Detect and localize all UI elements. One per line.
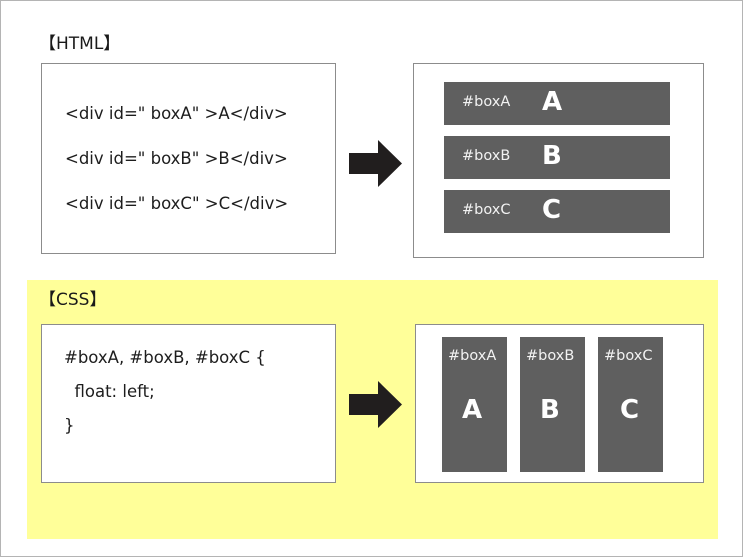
result-col-boxc-letter: C <box>620 395 640 425</box>
right-arrow-icon <box>349 381 402 428</box>
css-code-line-2: float: left; <box>64 382 155 401</box>
right-arrow-icon <box>349 140 402 187</box>
result-col-boxb: #boxB B <box>520 337 585 472</box>
css-code-line-3: } <box>64 416 75 435</box>
html-section-label: 【HTML】 <box>39 34 121 54</box>
css-code-box: #boxA, #boxB, #boxC { float: left; } <box>41 324 336 483</box>
result-col-boxa: #boxA A <box>442 337 507 472</box>
html-code-line-3: <div id=" boxC" >C</div> <box>65 194 289 213</box>
result-bar-boxb: #boxB B <box>444 136 670 179</box>
result-bar-boxa-letter: A <box>542 87 563 117</box>
result-bar-boxb-letter: B <box>542 141 562 171</box>
result-col-boxb-id: #boxB <box>526 348 575 364</box>
css-result-panel: #boxA A #boxB B #boxC C <box>415 324 704 483</box>
result-bar-boxc: #boxC C <box>444 190 670 233</box>
html-code-line-1: <div id=" boxA" >A</div> <box>65 104 288 123</box>
result-bar-boxc-letter: C <box>542 195 562 225</box>
result-col-boxc: #boxC C <box>598 337 663 472</box>
html-flow-arrow <box>349 140 402 187</box>
result-col-boxb-letter: B <box>540 395 560 425</box>
html-code-box: <div id=" boxA" >A</div> <div id=" boxB"… <box>41 63 336 254</box>
css-section-band: 【CSS】 #boxA, #boxB, #boxC { float: left;… <box>27 280 718 539</box>
result-col-boxa-letter: A <box>462 395 483 425</box>
result-bar-boxc-id: #boxC <box>462 202 511 218</box>
html-code-line-2: <div id=" boxB" >B</div> <box>65 149 288 168</box>
css-flow-arrow <box>349 381 402 428</box>
result-bar-boxb-id: #boxB <box>462 148 511 164</box>
css-section-label: 【CSS】 <box>39 290 107 310</box>
css-code-line-1: #boxA, #boxB, #boxC { <box>64 348 266 367</box>
result-col-boxc-id: #boxC <box>604 348 653 364</box>
result-bar-boxa-id: #boxA <box>462 94 511 110</box>
html-result-panel: #boxA A #boxB B #boxC C <box>413 63 704 258</box>
result-col-boxa-id: #boxA <box>448 348 497 364</box>
result-bar-boxa: #boxA A <box>444 82 670 125</box>
